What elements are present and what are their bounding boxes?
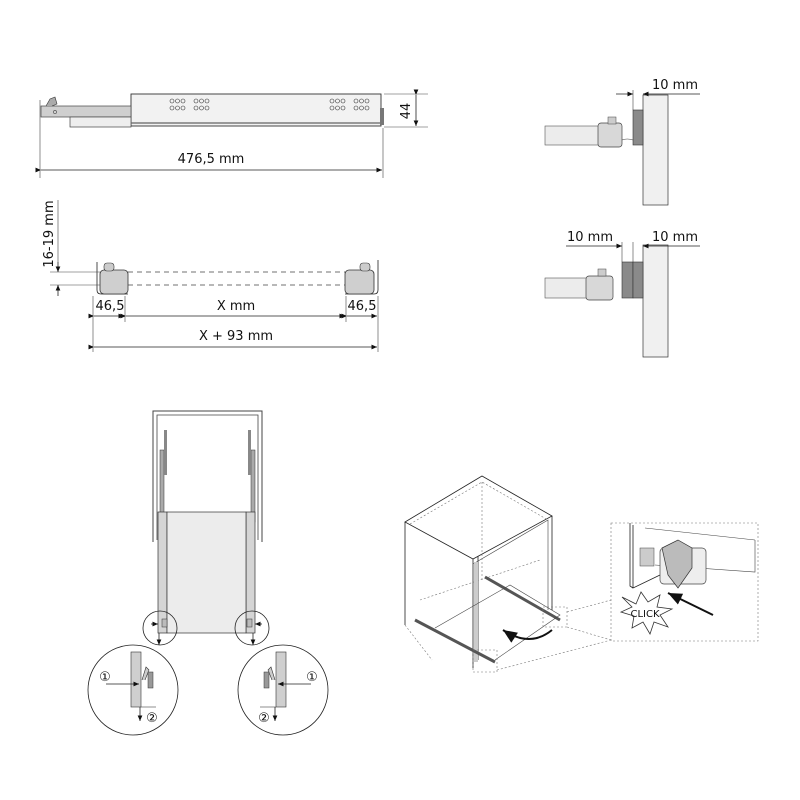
mounting-hole	[353, 98, 359, 104]
mounting-hole	[169, 98, 175, 104]
spacer-right-label: 10 mm	[652, 230, 698, 245]
mounting-hole	[353, 105, 359, 111]
mounting-hole	[364, 98, 370, 104]
detail-marker-left	[142, 610, 178, 646]
mounting-hole	[193, 98, 199, 104]
spacer	[632, 109, 644, 146]
mounting-hole	[340, 98, 346, 104]
cabinet-top	[404, 475, 553, 560]
detail-circle-left: ① ②	[87, 644, 179, 736]
detail-marker-right	[234, 610, 270, 646]
step-1-label: ①	[99, 670, 111, 685]
spacer-1	[621, 261, 634, 299]
mounting-hole	[204, 105, 210, 111]
mounting-hole	[335, 98, 340, 104]
step-1-label: ①	[306, 670, 318, 685]
height-label: 44	[399, 103, 414, 120]
mounting-hole	[364, 105, 370, 111]
detail-zoom-box	[610, 522, 759, 642]
mounting-hole	[180, 98, 186, 104]
mounting-hole	[199, 98, 204, 104]
mounting-hole	[335, 105, 340, 111]
push-arrow	[667, 592, 714, 616]
left-bracket	[99, 269, 129, 295]
isometric-installation-view: CLICK	[404, 475, 759, 673]
single-spacer-view: 10 mm	[544, 78, 700, 206]
inner-width-label: X mm	[217, 299, 255, 314]
rail-left	[414, 618, 496, 664]
lock-clip	[661, 539, 693, 589]
mounting-hole	[193, 105, 199, 111]
click-label: CLICK	[630, 609, 659, 620]
mounting-hole	[169, 105, 175, 111]
step-2-label: ②	[146, 711, 158, 726]
mounting-hole	[204, 98, 210, 104]
spacer-label: 10 mm	[652, 78, 698, 93]
mounting-hole	[175, 105, 180, 111]
mounting-hole	[329, 98, 335, 104]
click-burst	[619, 591, 674, 635]
right-offset-label: 46,5	[348, 299, 377, 314]
total-width-label: X + 93 mm	[199, 329, 273, 344]
inner-rail	[40, 105, 132, 118]
double-spacer-view: 10 mm 10 mm	[544, 230, 700, 358]
detail-circle-right: ① ②	[237, 644, 329, 736]
left-offset-label: 46,5	[96, 299, 125, 314]
panel-thickness-label: 16-19 mm	[42, 200, 57, 267]
spacer-2	[632, 261, 644, 299]
rotation-arrow	[502, 629, 553, 643]
mounting-hole	[359, 105, 364, 111]
mounting-hole	[175, 98, 180, 104]
mounting-hole	[199, 105, 204, 111]
length-label: 476,5 mm	[178, 152, 245, 167]
mounting-hole	[329, 105, 335, 111]
rail-front-view: 16-19 mm 46,5 X mm 46,5 X + 93 mm	[42, 200, 379, 352]
drawer-top-view: ① ② ① ②	[87, 410, 329, 736]
mounting-hole	[359, 98, 364, 104]
spacer-left-label: 10 mm	[567, 230, 613, 245]
mounting-hole	[180, 105, 186, 111]
front-lock-clip	[45, 96, 58, 107]
rail-side-view: 476,5 mm 44	[35, 89, 428, 178]
right-bracket	[344, 269, 375, 295]
cabinet-panel	[642, 94, 669, 206]
mounting-hole	[340, 105, 346, 111]
rail-right	[484, 575, 561, 622]
step-2-label: ②	[258, 711, 270, 726]
drawer-bottom	[166, 511, 247, 634]
mounting-holes	[169, 98, 370, 111]
